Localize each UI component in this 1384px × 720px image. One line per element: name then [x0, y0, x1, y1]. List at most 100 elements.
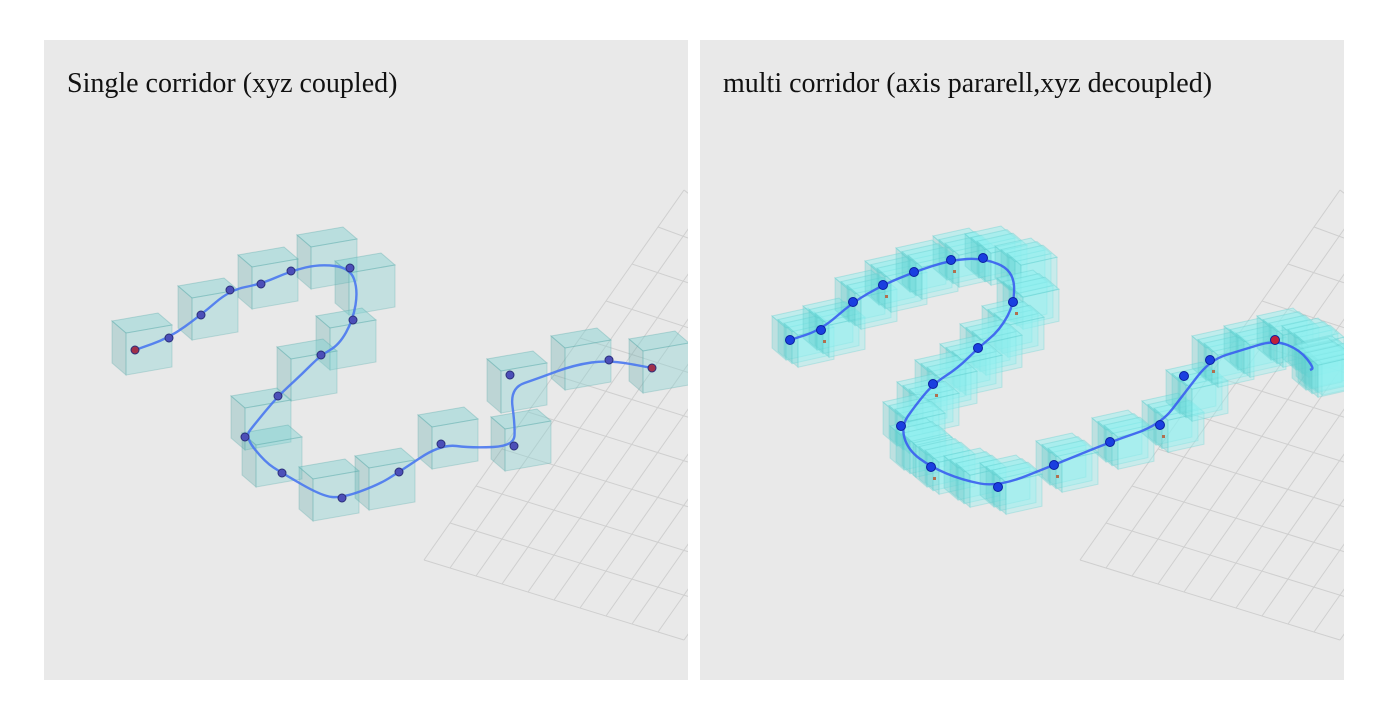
corridor-box	[1007, 276, 1061, 331]
corridor-box	[1102, 416, 1156, 471]
corridor-box	[549, 327, 613, 392]
waypoints	[130, 263, 657, 503]
waypoint-marker[interactable]	[926, 462, 936, 472]
corridor-box	[948, 451, 1002, 505]
sample-point-marker	[823, 340, 826, 343]
endpoint-marker[interactable]	[130, 345, 140, 355]
corridor-box	[275, 338, 339, 403]
waypoint-marker[interactable]	[1155, 420, 1165, 430]
waypoint-marker[interactable]	[978, 253, 988, 263]
corridor-box	[833, 269, 887, 324]
waypoint-marker[interactable]	[896, 421, 906, 431]
corridor-box	[1280, 317, 1334, 372]
waypoint-marker[interactable]	[1049, 460, 1059, 470]
scene-canvas[interactable]	[700, 40, 1344, 680]
corridor-box	[1202, 334, 1256, 389]
corridor-box	[297, 458, 361, 523]
sample-point-marker	[953, 270, 956, 273]
corridor-box	[1001, 273, 1055, 327]
waypoint-marker[interactable]	[345, 263, 355, 273]
corridor-box	[110, 312, 174, 377]
corridor-box	[942, 447, 996, 502]
waypoint-marker[interactable]	[785, 335, 795, 345]
corridor-boxes	[770, 225, 1344, 516]
corridor-box	[1040, 436, 1094, 490]
waypoint-marker[interactable]	[277, 468, 287, 478]
waypoint-marker[interactable]	[196, 310, 206, 320]
corridor-box	[782, 314, 836, 369]
3d-viewport[interactable]	[700, 40, 1344, 680]
waypoint-marker[interactable]	[256, 279, 266, 289]
corridor-box	[1152, 399, 1206, 454]
corridor-box	[958, 315, 1012, 370]
corridor-box	[893, 400, 947, 455]
waypoint-marker[interactable]	[436, 439, 446, 449]
corridor-box	[1261, 311, 1315, 365]
corridor-box	[1005, 244, 1059, 299]
corridor-box	[887, 397, 941, 451]
corridor-box	[1090, 409, 1144, 464]
waypoint-marker[interactable]	[225, 285, 235, 295]
waypoint-marker[interactable]	[348, 315, 358, 325]
corridor-box	[917, 438, 971, 492]
viewport-panel-multi-corridor[interactable]: multi corridor (axis pararell,xyz decoup…	[700, 40, 1344, 680]
corridor-box	[416, 406, 480, 471]
corridor-box	[801, 297, 855, 352]
corridor-box	[986, 301, 1040, 355]
corridor-box	[1255, 307, 1309, 362]
ground-grid	[1079, 189, 1344, 641]
corridor-box	[869, 256, 923, 310]
waypoint-marker[interactable]	[505, 370, 515, 380]
corridor-box	[627, 330, 688, 395]
sample-point-marker	[935, 394, 938, 397]
corridor-box	[807, 301, 861, 355]
endpoint-marker[interactable]	[647, 363, 657, 373]
3d-viewport[interactable]	[44, 40, 688, 680]
waypoint-marker[interactable]	[848, 297, 858, 307]
corridor-box	[1290, 337, 1344, 392]
corridor-box	[333, 252, 397, 317]
waypoint-marker[interactable]	[337, 493, 347, 503]
waypoint-marker[interactable]	[1205, 355, 1215, 365]
scene-canvas[interactable]	[44, 40, 688, 680]
waypoint-marker[interactable]	[973, 343, 983, 353]
waypoint-marker[interactable]	[604, 355, 614, 365]
endpoint-marker[interactable]	[1270, 335, 1280, 345]
corridor-box	[900, 424, 954, 479]
waypoint-marker[interactable]	[878, 280, 888, 290]
waypoint-marker[interactable]	[316, 350, 326, 360]
waypoint-marker[interactable]	[240, 432, 250, 442]
waypoint-marker[interactable]	[1008, 297, 1018, 307]
waypoint-marker[interactable]	[394, 467, 404, 477]
sample-point-marker	[1212, 370, 1215, 373]
waypoint-marker[interactable]	[909, 267, 919, 277]
waypoint-marker[interactable]	[1179, 371, 1189, 381]
panel-title: multi corridor (axis pararell,xyz decoup…	[723, 68, 1213, 99]
corridor-box	[964, 319, 1018, 373]
corridor-box	[1234, 324, 1288, 379]
waypoint-marker[interactable]	[1105, 437, 1115, 447]
waypoint-marker[interactable]	[273, 391, 283, 401]
waypoint-marker[interactable]	[286, 266, 296, 276]
waypoint-marker[interactable]	[946, 255, 956, 265]
waypoint-marker[interactable]	[164, 333, 174, 343]
waypoint-marker[interactable]	[816, 325, 826, 335]
corridor-box	[925, 358, 979, 413]
viewport-panel-single-corridor[interactable]: Single corridor (xyz coupled)	[44, 40, 688, 680]
corridor-box	[995, 269, 1049, 324]
corridor-box	[894, 239, 948, 294]
corridor-box	[1267, 314, 1321, 369]
corridor-box	[993, 237, 1047, 292]
corridor-box	[970, 322, 1024, 377]
corridor-box	[881, 393, 935, 448]
waypoint-marker[interactable]	[509, 441, 519, 451]
corridor-box	[990, 461, 1044, 516]
sample-point-marker	[1162, 435, 1165, 438]
corridor-box	[1300, 339, 1344, 393]
corridor-box	[314, 307, 378, 372]
corridor-box	[1096, 413, 1150, 467]
corridor-box	[975, 232, 1029, 287]
waypoint-marker[interactable]	[993, 482, 1003, 492]
waypoint-marker[interactable]	[928, 379, 938, 389]
corridor-box	[353, 447, 417, 512]
